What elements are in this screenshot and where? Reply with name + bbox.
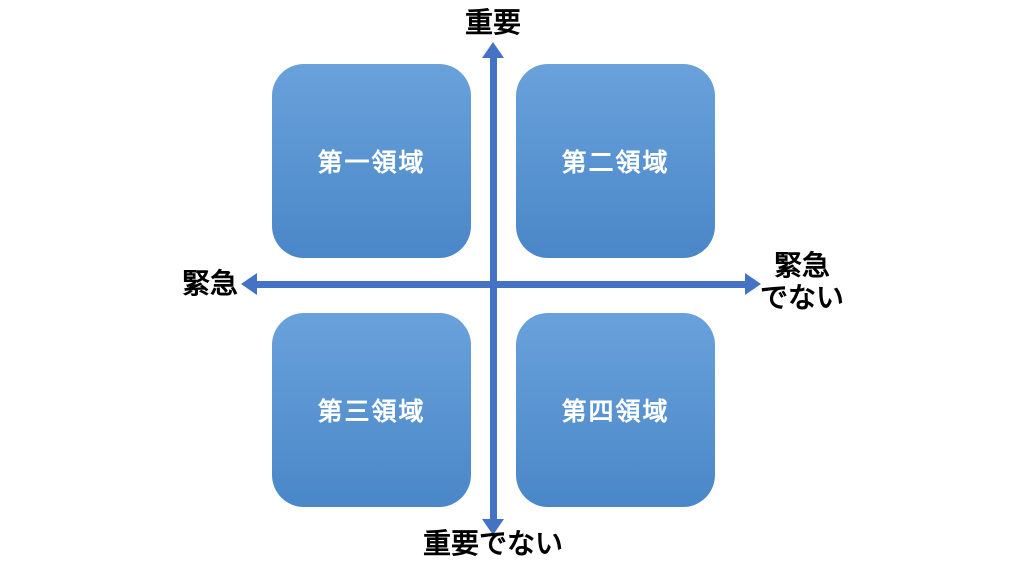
horizontal-axis-line — [255, 281, 746, 288]
quadrant-2-label: 第二領域 — [561, 149, 670, 177]
quadrant-3-label: 第三領域 — [317, 398, 426, 426]
vertical-axis-line — [490, 56, 497, 520]
axis-label-important: 重要 — [464, 7, 521, 38]
quadrant-4-label: 第四領域 — [561, 398, 670, 426]
axis-label-not-important: 重要でない — [422, 528, 563, 559]
quadrant-box-1: 第一領域 — [272, 64, 471, 258]
axis-label-not-urgent-line2: でない — [759, 282, 844, 313]
axis-label-not-urgent: 緊急 でない — [752, 250, 852, 314]
quadrant-box-4: 第四領域 — [516, 313, 715, 507]
axis-label-urgent: 緊急 — [181, 268, 238, 299]
arrow-down-icon — [482, 519, 504, 535]
quadrant-box-3: 第三領域 — [272, 313, 471, 507]
arrow-left-icon — [241, 273, 257, 295]
quadrant-1-label: 第一領域 — [317, 149, 426, 177]
arrow-up-icon — [482, 42, 504, 58]
quadrant-box-2: 第二領域 — [516, 64, 715, 258]
arrow-right-icon — [745, 273, 761, 295]
axis-label-not-urgent-line1: 緊急 — [773, 250, 830, 281]
